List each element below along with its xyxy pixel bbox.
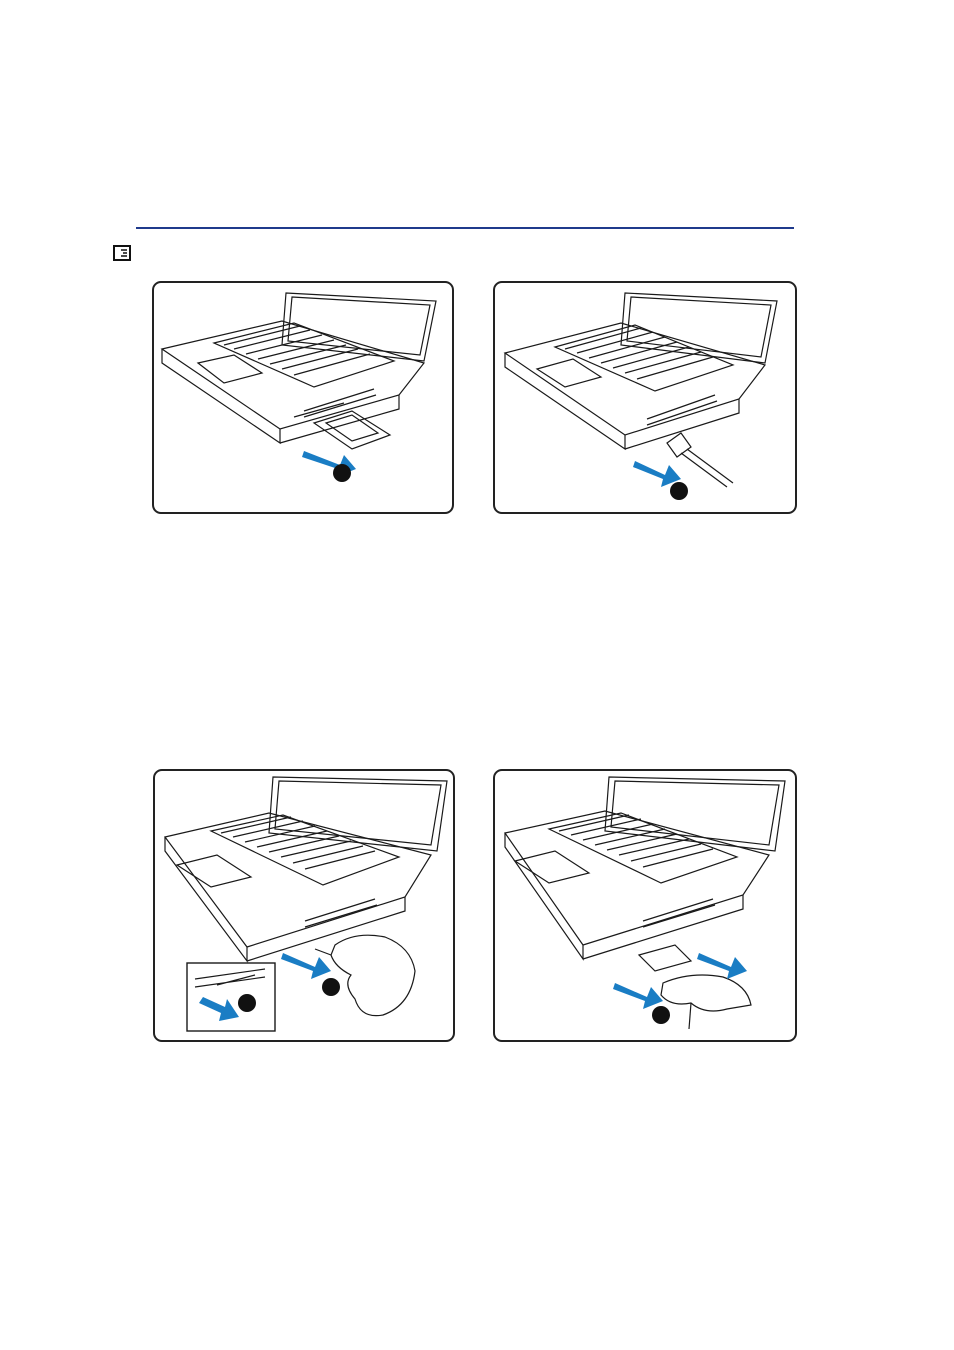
step-marker: [322, 978, 340, 996]
insert-arrow: [633, 461, 681, 487]
pop-out-arrow: [199, 997, 239, 1021]
insert-arrow: [281, 953, 331, 979]
laptop-drawing: [495, 283, 795, 512]
laptop-drawing: [155, 771, 453, 1040]
laptop-drawing: [154, 283, 452, 512]
header-rule: [136, 227, 794, 229]
laptop-drawing: [495, 771, 795, 1040]
step-marker: [670, 482, 688, 500]
card-slot-icon: [111, 244, 133, 262]
step-marker: [652, 1006, 670, 1024]
illustration-remove-pc-card: [493, 769, 797, 1042]
step-marker: [238, 994, 256, 1012]
illustration-insert-pc-card: [152, 281, 454, 514]
insert-arrow: [613, 983, 663, 1009]
step-marker: [333, 464, 351, 482]
illustration-press-eject-button: [153, 769, 455, 1042]
illustration-connect-cable: [493, 281, 797, 514]
